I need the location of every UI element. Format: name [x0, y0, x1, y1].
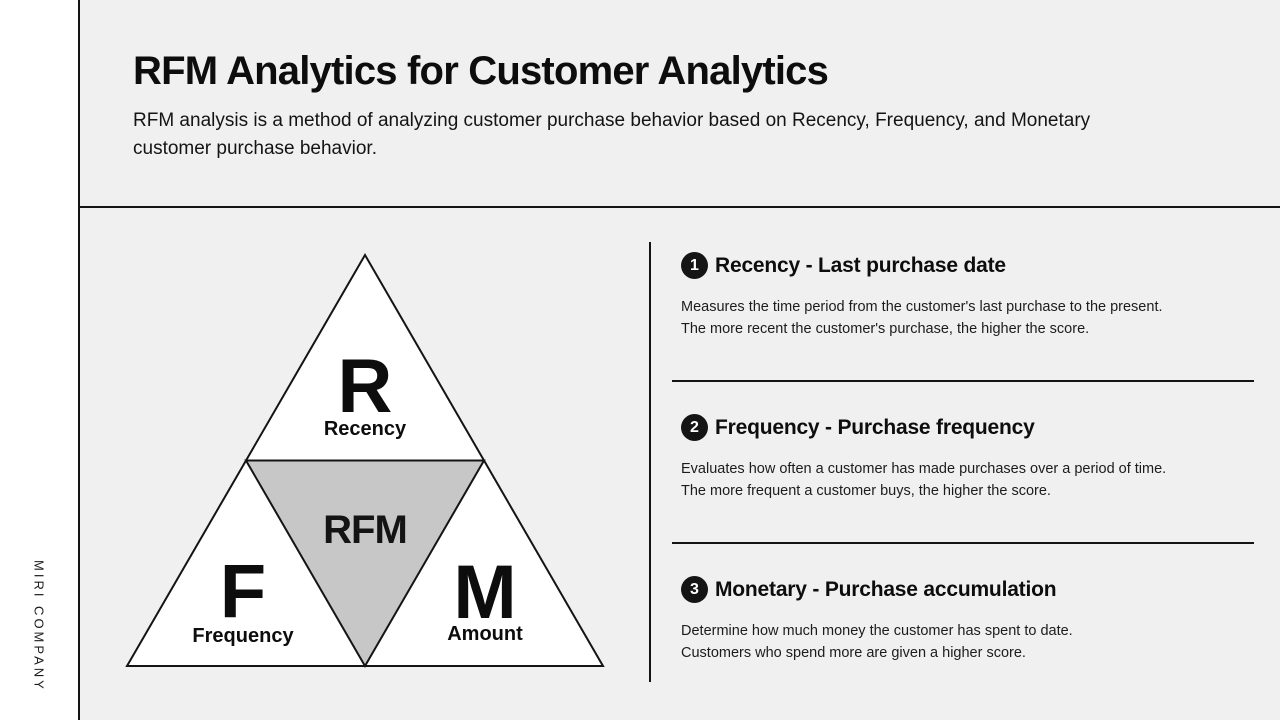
- section-header: 2 Frequency - Purchase frequency: [681, 414, 1254, 441]
- center-label: RFM: [323, 508, 407, 552]
- node-m-label: Amount: [447, 623, 523, 645]
- node-f-label: Frequency: [192, 625, 294, 647]
- node-f-letter: F: [220, 549, 266, 634]
- section-frequency: 2 Frequency - Purchase frequency Evaluat…: [672, 414, 1254, 502]
- sections-panel: 1 Recency - Last purchase date Measures …: [651, 208, 1280, 664]
- section-monetary: 3 Monetary - Purchase accumulation Deter…: [672, 576, 1254, 664]
- node-r-letter: R: [338, 344, 393, 429]
- section-title-monetary: Monetary - Purchase accumulation: [715, 577, 1057, 601]
- section-header: 3 Monetary - Purchase accumulation: [681, 576, 1254, 603]
- node-m-letter: M: [453, 550, 516, 635]
- body-line-2: The more frequent a customer buys, the h…: [681, 483, 1051, 499]
- body-line-1: Measures the time period from the custom…: [681, 299, 1163, 315]
- body-line-2: Customers who spend more are given a hig…: [681, 645, 1026, 661]
- subtitle-line-1: RFM analysis is a method of analyzing cu…: [133, 110, 1091, 131]
- section-title-recency: Recency - Last purchase date: [715, 253, 1006, 277]
- subtitle-line-2: customer purchase behavior.: [133, 138, 377, 159]
- header: RFM Analytics for Customer Analytics RFM…: [80, 0, 1280, 208]
- node-r-label: Recency: [324, 418, 407, 440]
- sidebar: MIRI COMPANY: [0, 0, 80, 720]
- section-separator: [672, 542, 1254, 544]
- body-line-2: The more recent the customer's purchase,…: [681, 321, 1090, 337]
- section-body-frequency: Evaluates how often a customer has made …: [681, 458, 1254, 502]
- page-title: RFM Analytics for Customer Analytics: [133, 49, 829, 93]
- body-line-1: Evaluates how often a customer has made …: [681, 461, 1167, 477]
- number-badge-2: 2: [681, 414, 708, 441]
- section-separator: [672, 380, 1254, 382]
- section-header: 1 Recency - Last purchase date: [681, 252, 1254, 279]
- center-inverted-triangle: [244, 459, 486, 668]
- number-badge-3: 3: [681, 576, 708, 603]
- section-body-monetary: Determine how much money the customer ha…: [681, 620, 1254, 664]
- vertical-divider: [649, 242, 651, 682]
- section-recency: 1 Recency - Last purchase date Measures …: [672, 252, 1254, 340]
- company-name: MIRI COMPANY: [31, 560, 47, 692]
- body-line-1: Determine how much money the customer ha…: [681, 623, 1073, 639]
- rfm-pyramid-diagram: R Recency RFM F Frequency M Amount: [125, 253, 605, 668]
- page-subtitle: RFM analysis is a method of analyzing cu…: [133, 107, 1193, 163]
- section-title-frequency: Frequency - Purchase frequency: [715, 415, 1035, 439]
- number-badge-1: 1: [681, 252, 708, 279]
- section-body-recency: Measures the time period from the custom…: [681, 296, 1254, 340]
